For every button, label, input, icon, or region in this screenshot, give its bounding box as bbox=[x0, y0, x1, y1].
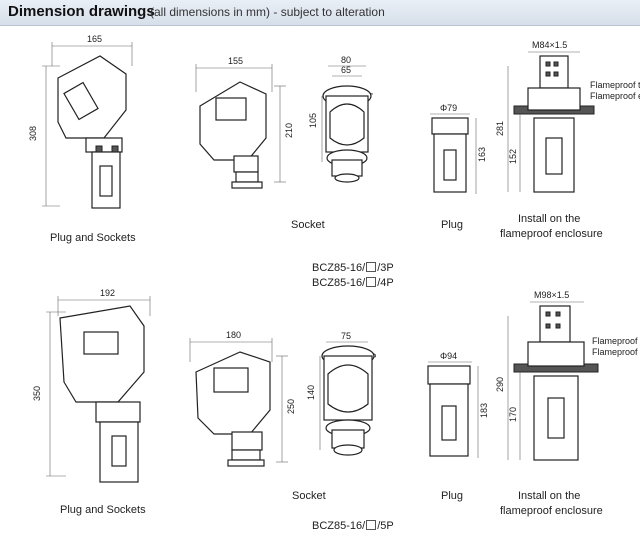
top-plug-height-label: 163 bbox=[477, 147, 487, 162]
top-model-3p-prefix: BCZ85-16/ bbox=[312, 262, 366, 274]
bottom-model-5p-suffix: /5P bbox=[377, 520, 394, 532]
bottom-flameproof-thread-label: Flameproof thread bbox=[592, 336, 640, 346]
bottom-model-5p: BCZ85-16/ /5P bbox=[312, 520, 394, 532]
bottom-label-plug: Plug bbox=[441, 490, 464, 502]
bottom-front-drawing: 75 9 140 bbox=[306, 331, 378, 456]
top-plug-drawing: Φ79 163 bbox=[430, 103, 487, 194]
top-plug-socket-drawing: 165 308 bbox=[28, 34, 133, 209]
bottom-ps-width-label: 192 bbox=[100, 288, 115, 298]
top-install-drawing: M84×1.5 Flameproof thread Flameproof enc… bbox=[495, 40, 640, 193]
top-label-plug: Plug bbox=[441, 219, 464, 231]
bottom-ps-height-label: 350 bbox=[32, 386, 42, 401]
bottom-model-5p-prefix: BCZ85-16/ bbox=[312, 520, 366, 532]
bottom-label-install-1: Install on the bbox=[518, 490, 581, 502]
bottom-socket-height-label: 250 bbox=[286, 399, 296, 414]
top-front-outer-label: 80 bbox=[341, 55, 351, 65]
top-ps-height-label: 308 bbox=[28, 126, 38, 141]
top-model-4p: BCZ85-16/ /4P bbox=[312, 277, 394, 289]
top-model-3p: BCZ85-16/ /3P bbox=[312, 262, 394, 274]
top-front-depth-label: 105 bbox=[308, 113, 318, 128]
header-bar: Dimension drawings (all dimensions in mm… bbox=[0, 0, 640, 26]
bottom-socket-width-label: 180 bbox=[226, 330, 241, 340]
bottom-plug-drawing: Φ94 183 bbox=[427, 351, 489, 458]
bottom-plug-height-label: 183 bbox=[479, 403, 489, 418]
top-label-socket: Socket bbox=[291, 219, 325, 231]
bottom-plug-dia-label: Φ94 bbox=[440, 351, 457, 361]
bottom-plug-socket-drawing: 192 350 bbox=[32, 288, 151, 483]
bottom-front-depth-label: 140 bbox=[306, 385, 316, 400]
top-flameproof-enclosure-label: Flameproof enclosure bbox=[590, 91, 640, 101]
model-blank-box-icon bbox=[366, 520, 377, 530]
top-label-plug-sockets: Plug and Sockets bbox=[50, 232, 136, 244]
bottom-install-drawing: M98×1.5 Flameproof thread Flameproof enc… bbox=[495, 290, 640, 461]
page-subtitle: (all dimensions in mm) - subject to alte… bbox=[150, 5, 385, 19]
top-front-drawing: 80 65 7 105 bbox=[308, 55, 375, 183]
top-socket-height-label: 210 bbox=[284, 123, 294, 138]
bottom-install-total-label: 290 bbox=[495, 377, 505, 392]
page-title: Dimension drawings bbox=[8, 3, 155, 20]
top-model-4p-prefix: BCZ85-16/ bbox=[312, 277, 366, 289]
bottom-thread-label: M98×1.5 bbox=[534, 290, 569, 300]
top-model-4p-suffix: /4P bbox=[377, 277, 394, 289]
bottom-install-lower-label: 170 bbox=[508, 407, 518, 422]
top-label-install-2: flameproof enclosure bbox=[500, 228, 603, 240]
dimension-drawing: 165 308 155 210 80 65 7 105 bbox=[28, 34, 640, 483]
model-blank-box-icon bbox=[366, 277, 377, 287]
bottom-label-install-2: flameproof enclosure bbox=[500, 505, 603, 517]
top-flameproof-thread-label: Flameproof thread bbox=[590, 80, 640, 90]
top-ps-width-label: 165 bbox=[87, 34, 102, 44]
top-install-lower-label: 152 bbox=[508, 149, 518, 164]
top-socket-drawing: 155 210 bbox=[195, 56, 294, 189]
bottom-label-plug-sockets: Plug and Sockets bbox=[60, 504, 146, 516]
bottom-front-outer-label: 75 bbox=[341, 331, 351, 341]
bottom-socket-drawing: 180 250 bbox=[189, 330, 296, 467]
bottom-flameproof-enclosure-label: Flameproof enclosure bbox=[592, 347, 640, 357]
model-blank-box-icon bbox=[366, 262, 377, 272]
top-model-3p-suffix: /3P bbox=[377, 262, 394, 274]
top-socket-width-label: 155 bbox=[228, 56, 243, 66]
top-install-total-label: 281 bbox=[495, 121, 505, 136]
top-thread-label: M84×1.5 bbox=[532, 40, 567, 50]
bottom-label-socket: Socket bbox=[292, 490, 326, 502]
top-front-inner-label: 65 bbox=[341, 65, 351, 75]
top-plug-dia-label: Φ79 bbox=[440, 103, 457, 113]
top-label-install-1: Install on the bbox=[518, 213, 581, 225]
